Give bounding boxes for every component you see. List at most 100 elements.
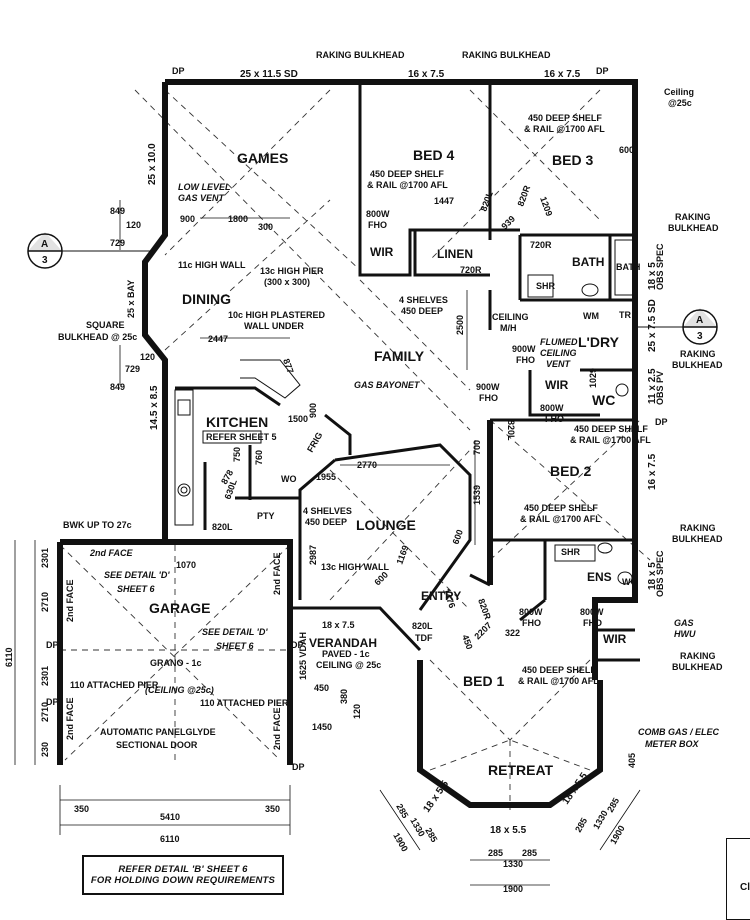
dim-285-f: 285 xyxy=(605,796,621,814)
room-wir-bed1: WIR xyxy=(603,632,627,646)
room-games: GAMES xyxy=(237,150,288,166)
dim-285-e: 285 xyxy=(573,816,589,834)
note-rail-bed1: & RAIL @1700 AFL xyxy=(518,676,599,686)
note-wo: WO xyxy=(281,474,297,484)
note-meter-box: METER BOX xyxy=(645,739,700,749)
kitchen-bench xyxy=(174,359,301,526)
note-rail-bed3: & RAIL @1700 AFL xyxy=(524,124,605,134)
dim-120-b: 120 xyxy=(140,352,155,362)
note-fho-800-bed4: 800W xyxy=(366,209,390,219)
note-dp-3: DP xyxy=(655,417,668,427)
note-bulkhead-r3: BULKHEAD xyxy=(672,534,723,544)
note-dp-5: DP xyxy=(46,697,59,707)
dim-145x85: 14.5 x 8.5 xyxy=(149,385,160,430)
note-fho-800-bed1: 800W xyxy=(580,607,604,617)
note-dp-6: DP xyxy=(291,640,304,650)
section-left-number: 3 xyxy=(42,255,48,266)
external-walls xyxy=(57,79,638,808)
room-bed1: BED 1 xyxy=(463,673,504,689)
bath-fixtures xyxy=(527,239,634,585)
dim-230: 230 xyxy=(40,742,50,757)
dim-820l-d: 820L xyxy=(412,621,433,631)
note-raking-r2: RAKING xyxy=(680,349,716,359)
dim-900-b: 900 xyxy=(308,403,318,418)
dim-1955: 1955 xyxy=(316,472,336,482)
note-sheet6-2: SHEET 6 xyxy=(216,641,255,651)
dim-1447: 1447 xyxy=(434,196,454,206)
note-fho-ens: FHO xyxy=(522,618,541,628)
dim-285-c: 285 xyxy=(394,802,410,820)
dim-16x75-b: 16 x 7.5 xyxy=(544,69,581,80)
room-bed4: BED 4 xyxy=(413,147,454,163)
room-wir-bed4: WIR xyxy=(370,245,394,259)
dim-760: 760 xyxy=(254,450,264,465)
room-verandah: VERANDAH xyxy=(309,636,377,650)
note-fho-800-wir: 800W xyxy=(540,403,564,413)
dim-18x5: 18 x 5 xyxy=(647,262,658,290)
dim-729: 729 xyxy=(110,238,125,248)
note-door-1: AUTOMATIC PANELGLYDE xyxy=(100,727,216,737)
note-door-2: SECTIONAL DOOR xyxy=(116,740,198,750)
note-plastered: 10c HIGH PLASTERED xyxy=(228,310,326,320)
note-see-detail-2: SEE DETAIL 'D' xyxy=(202,627,268,637)
note-bulkhead-r1: BULKHEAD xyxy=(668,223,719,233)
note-verandah-size: 18 x 7.5 xyxy=(322,620,355,630)
dim-350: 350 xyxy=(74,804,89,814)
dim-600-c: 600 xyxy=(450,528,465,546)
dim-820l-c: 820L xyxy=(212,522,233,532)
note-rail-wc: & RAIL @1700 AFL xyxy=(570,435,651,445)
dim-720r-b: 720R xyxy=(460,265,482,275)
note-ceiling-25c: @25c xyxy=(668,98,692,108)
note-shelf-bed3: 450 DEEP SHELF xyxy=(528,113,602,123)
note-obs-pv: OBS PV xyxy=(655,371,665,405)
dim-2301-b: 2301 xyxy=(40,666,50,686)
note-square: SQUARE xyxy=(86,320,125,330)
note-2nd-face-left-2: 2nd FACE xyxy=(65,697,75,740)
dim-18x55-b: 18 x 5.5 xyxy=(490,825,527,836)
note-fho-wir: FHO xyxy=(545,414,564,424)
note-tr: TR xyxy=(619,310,631,320)
note-fho-bed4: FHO xyxy=(368,220,387,230)
note-frig: FRIG xyxy=(305,430,324,454)
dim-322: 322 xyxy=(505,628,520,638)
dim-2770: 2770 xyxy=(357,460,377,470)
dim-5410: 5410 xyxy=(160,812,180,822)
dim-1800: 1800 xyxy=(228,214,248,224)
ceiling-rake-lines xyxy=(59,89,651,810)
note-shr-1: SHR xyxy=(536,281,556,291)
note-comb-gas: COMB GAS / ELEC xyxy=(638,727,720,737)
room-lounge: LOUNGE xyxy=(356,517,416,533)
note-13c-high-wall: 13c HIGH WALL xyxy=(321,562,390,572)
title-block-corner xyxy=(726,838,750,920)
note-rail-bed2: & RAIL @1700 AFL xyxy=(520,514,601,524)
note-2nd-face-top: 2nd FACE xyxy=(89,548,134,558)
note-wo-ens: WO xyxy=(622,577,638,587)
note-bulkhead-r4: BULKHEAD xyxy=(672,662,723,672)
room-bed3: BED 3 xyxy=(552,152,593,168)
dimension-lines xyxy=(14,200,641,886)
dim-729-b: 729 xyxy=(125,364,140,374)
dim-1450: 1450 xyxy=(312,722,332,732)
note-attached-pier-right: 110 ATTACHED PIER xyxy=(200,698,289,708)
section-left-letter: A xyxy=(41,239,48,250)
room-wc: WC xyxy=(592,392,615,408)
dim-1330-b: 1330 xyxy=(408,816,427,838)
dim-350-b: 350 xyxy=(265,804,280,814)
note-wall-under: WALL UNDER xyxy=(244,321,304,331)
note-attached-pier-left: 110 ATTACHED PIER xyxy=(70,680,159,690)
note-ceiling-verandah: CEILING @ 25c xyxy=(316,660,381,670)
note-fho-bed1: FHO xyxy=(583,618,602,628)
internal-walls xyxy=(175,82,640,662)
note-2nd-face-left-1: 2nd FACE xyxy=(65,579,75,622)
note-bwk-up: BWK UP TO 27c xyxy=(63,520,132,530)
note-450-deep-pty: 450 DEEP xyxy=(305,517,347,527)
room-garage: GARAGE xyxy=(149,600,210,616)
dim-820r: 820R xyxy=(515,184,532,208)
note-fho-900-l: 900W xyxy=(512,344,536,354)
dim-2207: 2207 xyxy=(472,620,493,641)
dim-600-b: 600 xyxy=(372,570,390,588)
note-bay: 25 x BAY xyxy=(126,280,136,318)
dim-380: 380 xyxy=(339,689,349,704)
note-shelf-wc: 450 DEEP SHELF xyxy=(574,424,648,434)
dim-2710-b: 2710 xyxy=(40,702,50,722)
